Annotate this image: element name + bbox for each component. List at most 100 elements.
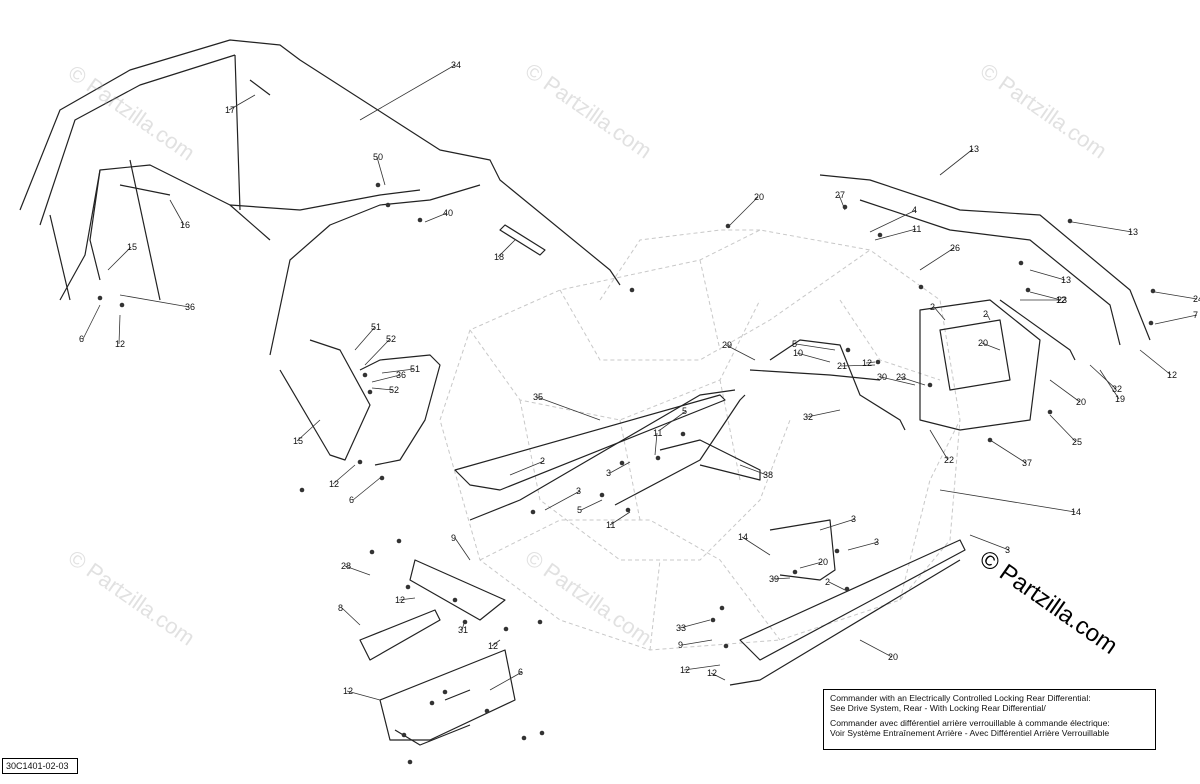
leader-line — [828, 581, 846, 591]
callout-number: 16 — [180, 220, 190, 230]
callout-number: 2 — [983, 309, 988, 319]
leader-line — [491, 639, 501, 647]
bolt — [405, 584, 411, 590]
callout-number: 11 — [912, 224, 921, 234]
callout-number: 20 — [888, 652, 898, 662]
bolt — [875, 359, 881, 365]
callout-number: 52 — [389, 385, 399, 395]
leader-line — [296, 419, 321, 442]
roll-cage-34 — [59, 164, 421, 301]
leader-line — [1154, 291, 1198, 300]
hitch-plate-24 — [999, 299, 1076, 361]
bolt — [299, 487, 305, 493]
leader-line — [710, 672, 726, 681]
leader-line — [497, 239, 516, 258]
callout-number: 12 — [862, 358, 872, 368]
leader-line — [796, 352, 831, 363]
callout-number: 28 — [341, 561, 351, 571]
note-line: See Drive System, Rear - With Locking Re… — [830, 703, 1046, 714]
leader-line — [107, 246, 132, 271]
callout-number: 6 — [349, 495, 354, 505]
callout-number: 4 — [912, 205, 917, 215]
leader-line — [119, 294, 190, 308]
leader-line — [1139, 349, 1172, 376]
leader-line — [772, 577, 791, 580]
bolt — [119, 302, 125, 308]
callout-number: 20 — [1076, 397, 1086, 407]
ghost-frame-line — [469, 299, 761, 421]
bolt — [530, 509, 536, 515]
callout-number: 34 — [451, 60, 461, 70]
bolt — [357, 459, 363, 465]
callout-number: 31 — [458, 625, 468, 635]
callout-number: 38 — [763, 470, 773, 480]
callout-number: 5 — [792, 339, 797, 349]
leader-line — [859, 639, 893, 658]
leader-line — [169, 199, 185, 226]
callout-number: 35 — [533, 392, 543, 402]
bracket-33 — [409, 559, 506, 621]
bolt — [484, 708, 490, 714]
frame-parts — [19, 39, 1151, 746]
leader-line — [354, 326, 376, 351]
differential-note: Commander with an Electrically Controlle… — [823, 689, 1156, 750]
leader-line — [899, 376, 926, 386]
callout-number: 25 — [1072, 437, 1082, 447]
callout-number: 39 — [769, 574, 779, 584]
callout-number: 12 — [680, 665, 690, 675]
callout-number: 2 — [540, 456, 545, 466]
bolt — [1067, 218, 1073, 224]
leader-line — [536, 396, 601, 421]
bolt — [97, 295, 103, 301]
bar-30 — [769, 339, 906, 431]
callout-number: 6 — [518, 667, 523, 677]
leader-line — [654, 432, 658, 456]
callout-number: 12 — [1167, 370, 1177, 380]
leader-line — [509, 460, 545, 476]
fasteners — [97, 182, 1156, 765]
callout-number: 10 — [793, 348, 803, 358]
leader-line — [919, 247, 955, 271]
callout-number: 36 — [185, 302, 195, 312]
bar-29 — [749, 369, 881, 381]
callout-number: 32 — [803, 412, 813, 422]
bolt — [462, 619, 468, 625]
leader-line — [929, 429, 949, 461]
ghost-frame-line — [559, 249, 871, 361]
callout-number: 3 — [851, 514, 856, 524]
bolt — [379, 475, 385, 481]
bolt — [792, 569, 798, 575]
callout-number: 20 — [818, 557, 828, 567]
roll-cage-34 — [89, 159, 161, 301]
bolt — [723, 643, 729, 649]
diagram-code: 30C1401-02-03 — [2, 758, 78, 774]
callout-number: 13 — [969, 144, 979, 154]
bolt — [680, 431, 686, 437]
bolt — [842, 204, 848, 210]
leader-line — [683, 664, 721, 671]
bolt — [845, 347, 851, 353]
bolt — [362, 372, 368, 378]
skid-31 — [394, 689, 471, 746]
bumper-26 — [819, 174, 1151, 341]
callout-number: 11 — [606, 520, 615, 530]
bolt — [710, 617, 716, 623]
callout-number: 12 — [115, 339, 125, 349]
brace-38 — [659, 439, 761, 481]
leader-line — [880, 376, 916, 386]
leader-line — [939, 489, 1076, 513]
leader-line — [332, 464, 356, 485]
roll-cage-34 — [279, 339, 371, 461]
leader-line — [679, 619, 711, 629]
callout-number: 20 — [754, 192, 764, 202]
bolt — [375, 182, 381, 188]
tube-36 — [359, 354, 441, 466]
leader-line — [609, 461, 631, 474]
callout-number: 26 — [950, 243, 960, 253]
leader-line — [352, 477, 381, 501]
leader-line — [346, 690, 381, 701]
leader-line — [874, 228, 917, 241]
leader-line — [580, 499, 603, 511]
